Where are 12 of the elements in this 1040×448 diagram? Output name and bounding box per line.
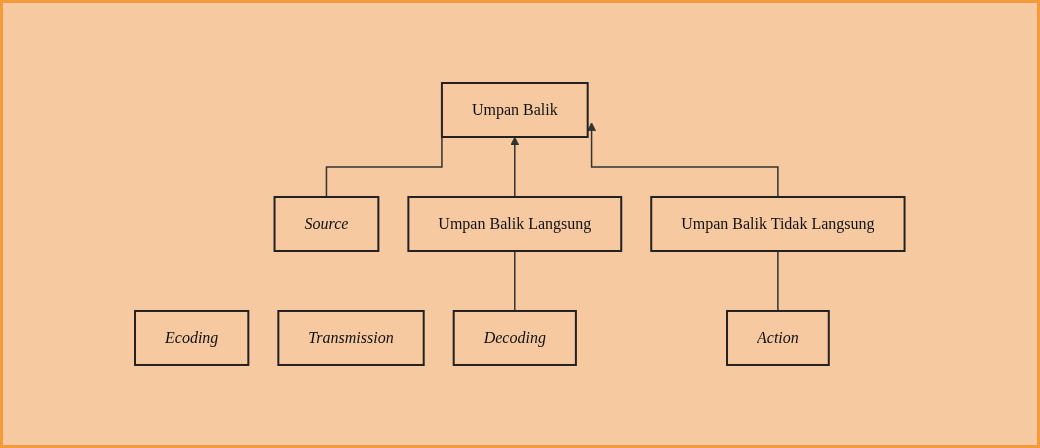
connector	[777, 250, 779, 312]
connector	[514, 250, 516, 312]
node-box: Action	[726, 310, 830, 366]
node-box: Umpan Balik	[441, 82, 589, 138]
node-box: Umpan Balik Langsung	[407, 196, 623, 252]
node-box: Decoding	[452, 310, 578, 366]
node-box: Ecoding	[134, 310, 250, 366]
node-box: Umpan Balik Tidak Langsung	[650, 196, 906, 252]
arrow	[510, 136, 520, 198]
node-box: Transmission	[277, 310, 425, 366]
arrow	[587, 122, 779, 198]
node-box: Source	[273, 196, 380, 252]
